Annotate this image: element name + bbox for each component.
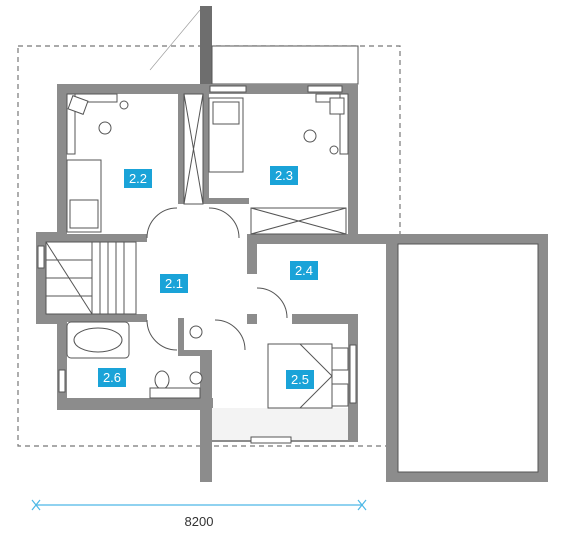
room-label-r23: 2.3 <box>270 166 298 185</box>
window-bottom <box>250 436 292 444</box>
balcony-top <box>211 45 359 85</box>
room-labels: 2.2 2.3 2.1 2.4 2.6 2.5 <box>98 166 318 389</box>
doors <box>146 207 288 351</box>
dimension-label: 8200 <box>185 514 214 529</box>
window-stair <box>37 245 45 269</box>
wardrobe-hall <box>183 93 204 205</box>
svg-text:2.4: 2.4 <box>295 263 313 278</box>
room-label-r21: 2.1 <box>160 274 188 293</box>
balcony-floor <box>212 408 348 442</box>
svg-text:2.3: 2.3 <box>275 168 293 183</box>
room-label-r26: 2.6 <box>98 368 126 387</box>
room-23-furniture <box>208 93 349 173</box>
window-bath <box>58 369 66 393</box>
terrace <box>358 234 548 482</box>
bathroom-fixtures <box>66 321 203 399</box>
room-22-furniture <box>66 93 129 233</box>
wardrobe-23 <box>250 207 347 235</box>
room-label-r22: 2.2 <box>124 169 152 188</box>
dimension-8200: 8200 <box>31 499 367 529</box>
window-top-left <box>209 85 247 93</box>
room-25-bed <box>267 343 349 409</box>
window-top-right <box>307 85 343 93</box>
staircase <box>45 241 137 315</box>
room-label-r24: 2.4 <box>290 261 318 280</box>
svg-text:2.5: 2.5 <box>291 372 309 387</box>
svg-text:2.6: 2.6 <box>103 370 121 385</box>
room-label-r25: 2.5 <box>286 370 314 389</box>
svg-text:2.1: 2.1 <box>165 276 183 291</box>
chimney <box>200 6 212 86</box>
svg-text:2.2: 2.2 <box>129 171 147 186</box>
walls <box>36 84 358 482</box>
roof-hatch <box>149 9 201 71</box>
window-25 <box>349 344 357 404</box>
